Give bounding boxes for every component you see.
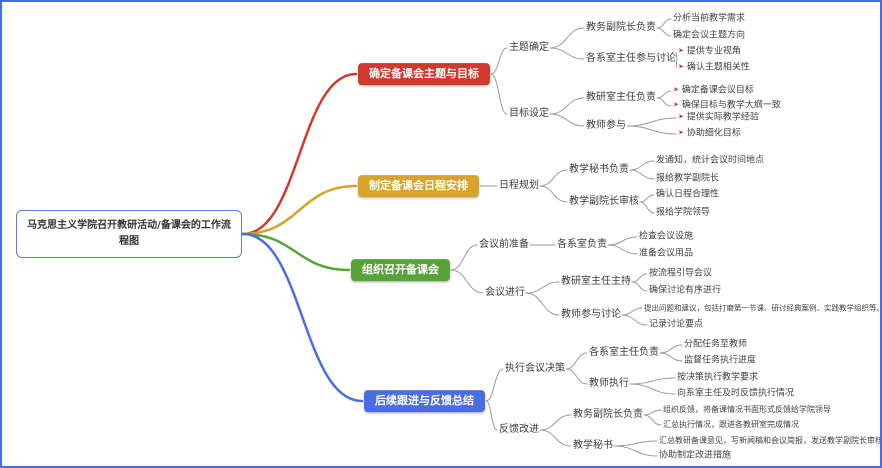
leaf-node[interactable]: 确定会议主题方向	[673, 30, 746, 41]
topic-node-pre-meeting[interactable]: 会议前准备	[479, 238, 529, 250]
leaf-node[interactable]: ➤确定备课会议目标	[673, 85, 754, 96]
leaf-label: 确保目标与教学大纲一致	[681, 100, 781, 111]
leaf-node[interactable]: 向系室主任及时反馈执行情况	[677, 388, 795, 399]
topic-node-agenda-planning[interactable]: 日程规划	[499, 179, 539, 191]
arrow-bullet-icon: ➤	[678, 128, 684, 137]
leaf-label: 提供实际教学经验	[686, 112, 759, 123]
leaf-node[interactable]: ➤协助细化目标	[678, 128, 741, 139]
leaf-label: 提供专业视角	[686, 46, 741, 57]
leaf-node[interactable]: 组织反馈，将备课情况书面形式反馈给学院领导	[663, 405, 831, 414]
topic-node-goal-setting[interactable]: 目标设定	[509, 107, 549, 119]
leaf-node[interactable]: ➤确认主题相关性	[678, 62, 750, 73]
subtopic-node[interactable]: 教学副院长审核	[569, 195, 639, 207]
leaf-node[interactable]: 报给教学副院长	[656, 173, 720, 184]
branch-node-hold-meeting[interactable]: 组织召开备课会	[351, 259, 450, 281]
topic-node-execute-decisions[interactable]: 执行会议决策	[505, 362, 565, 374]
leaf-node[interactable]: 分配任务至教师	[684, 339, 748, 350]
subtopic-node[interactable]: 教学秘书	[573, 439, 613, 451]
leaf-node[interactable]: ➤提供专业视角	[678, 46, 741, 57]
subtopic-node[interactable]: 教务副院长负责	[573, 408, 643, 420]
arrow-bullet-icon: ➤	[673, 85, 679, 94]
leaf-node[interactable]: 准备会议用品	[639, 248, 694, 259]
leaf-node[interactable]: 分析当前教学需求	[673, 13, 746, 24]
subtopic-node[interactable]: 教研室主任主持	[561, 275, 631, 287]
leaf-node[interactable]: 记录讨论要点	[649, 319, 704, 330]
subtopic-node[interactable]: 教务副院长负责	[586, 21, 656, 33]
leaf-node[interactable]: 汇总教研备课意见，写新闻稿和会议简报，发送教学副院长审核	[659, 436, 882, 445]
leaf-node[interactable]: 协助制定改进措施	[659, 450, 732, 461]
arrow-bullet-icon: ➤	[673, 100, 679, 109]
leaf-label: 确定备课会议目标	[681, 85, 754, 96]
topic-node-feedback-improve[interactable]: 反馈改进	[499, 423, 539, 435]
subtopic-node[interactable]: 教学秘书负责	[569, 163, 629, 175]
leaf-label: 确认主题相关性	[686, 62, 750, 73]
branch-node-schedule[interactable]: 制定备课会日程安排	[358, 175, 479, 197]
subtopic-node[interactable]: 各系室主任负责	[589, 346, 659, 358]
leaf-label: 协助细化目标	[686, 128, 741, 139]
topic-node-meeting-in-progress[interactable]: 会议进行	[485, 286, 525, 298]
arrow-bullet-icon: ➤	[678, 46, 684, 55]
leaf-node[interactable]: 发通知，统计会议时间地点	[656, 155, 765, 166]
root-node[interactable]: 马克思主义学院召开教研活动/备课会的工作流程图	[16, 210, 242, 258]
subtopic-node[interactable]: 教研室主任负责	[586, 91, 656, 103]
leaf-node[interactable]: 提出问题和建议，包括打磨第一节课、研讨经典案例、实践教学组织等。	[644, 303, 882, 313]
leaf-node[interactable]: 确保讨论有序进行	[649, 285, 722, 296]
leaf-node[interactable]: 汇总执行情况，跟进各教研室完成情况	[663, 420, 799, 429]
leaf-node[interactable]: 按决策执行教学要求	[677, 372, 759, 383]
topic-node-theme-confirm[interactable]: 主题确定	[509, 41, 549, 53]
leaf-node[interactable]: 监督任务执行进度	[684, 355, 757, 366]
subtopic-node[interactable]: 各系室负责	[557, 238, 607, 250]
subtopic-node[interactable]: 教师参与讨论	[561, 308, 621, 320]
leaf-node[interactable]: 按流程引导会议	[649, 268, 713, 279]
subtopic-node[interactable]: 各系室主任参与讨论	[586, 52, 676, 64]
leaf-node[interactable]: 报给学院领导	[656, 207, 711, 218]
arrow-bullet-icon: ➤	[678, 62, 684, 71]
leaf-node[interactable]: ➤确保目标与教学大纲一致	[673, 100, 781, 111]
branch-node-followup-summary[interactable]: 后续跟进与反馈总结	[364, 390, 485, 412]
leaf-node[interactable]: 确认日程合理性	[656, 189, 720, 200]
leaf-node[interactable]: 检查会议设施	[639, 231, 694, 242]
arrow-bullet-icon: ➤	[678, 112, 684, 121]
leaf-node[interactable]: ➤提供实际教学经验	[678, 112, 759, 123]
subtopic-node[interactable]: 教师参与	[586, 119, 626, 131]
subtopic-node[interactable]: 教师执行	[589, 377, 629, 389]
branch-node-define-topic-goal[interactable]: 确定备课会主题与目标	[358, 63, 490, 85]
